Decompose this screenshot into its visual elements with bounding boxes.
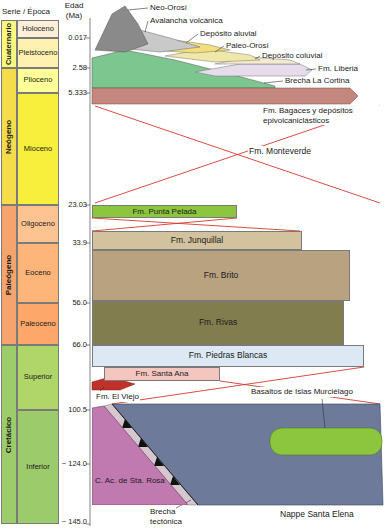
unit-label: Fm. Monteverde (248, 146, 312, 156)
formation-unit: Fm. Piedras Blancas (92, 345, 364, 367)
epoch-band: Superior (17, 345, 59, 410)
age-label: 0.017 (57, 33, 87, 42)
epoch-name: Paleoceno (20, 320, 55, 329)
era-band: Neógeno (1, 68, 17, 205)
formation-name: Fm. Punta Pelada (129, 207, 199, 216)
epoch-name: Inferior (26, 463, 49, 472)
era-band: Cretácico (1, 345, 17, 524)
formation-name: Fm. Junquillal (168, 236, 226, 246)
epoch-band: Eoceno (17, 243, 59, 303)
unit-label: Basaltos de Islas Murciélago (250, 387, 354, 397)
epoch-name: Oligoceno (21, 220, 55, 229)
era-band: Paleógeno (1, 205, 17, 345)
age-label: 2.58 (57, 63, 87, 72)
formation-unit: Fm. Rivas (92, 301, 344, 345)
age-label: 56.0 (57, 298, 87, 307)
epoch-name: Plioceno (24, 76, 53, 85)
era-name: Cuaternario (5, 23, 14, 65)
column-header: Serie / Época (2, 7, 58, 17)
age-label: ~ 124.0 (57, 459, 87, 468)
formation-unit: Fm. Santa Ana (104, 367, 220, 381)
unit-label: Nappe Santa Elena (280, 509, 384, 519)
epoch-name: Pleistoceno (19, 49, 58, 58)
formation-name: Fm. Rivas (196, 318, 240, 328)
epoch-band: Holoceno (17, 20, 59, 38)
wedge-outline (92, 404, 198, 505)
formation-name: Fm. Piedras Blancas (186, 351, 270, 361)
unit-label: Neo-Orosí (150, 3, 220, 13)
epoch-band: Paleoceno (17, 303, 59, 345)
epoch-name: Superior (24, 373, 52, 382)
era-name: Paleógeno (4, 255, 13, 295)
unit-label: Paleo-Orosí (226, 41, 296, 51)
epoch-name: Holoceno (22, 25, 54, 34)
epoch-band: Mioceno (17, 93, 59, 205)
era-band: Cuaternario (1, 20, 17, 68)
age-label: 33.9 (57, 238, 87, 247)
formation-unit: Fm. Brito (92, 250, 350, 301)
unit-label: Fm. Bagaces y depósitos epivolcaniclásti… (262, 106, 386, 125)
epoch-name: Eoceno (25, 269, 50, 278)
unit-label: Depósito aluvial (200, 29, 290, 39)
age-label: 23.03 (57, 200, 87, 209)
unit-label: Avalancha volcánica (150, 16, 250, 26)
formation-name: Fm. Santa Ana (133, 369, 192, 378)
age-label: ~ 145.0 (57, 517, 87, 526)
epoch-band: Oligoceno (17, 205, 59, 243)
complex-wedge: C. Ac. de Sta. Rosa (92, 404, 198, 505)
unit-label: Fm. El Viejo (95, 392, 140, 402)
age-label: 5.333 (57, 88, 87, 97)
epoch-band: Pleistoceno (17, 38, 59, 68)
epoch-band: Inferior (17, 410, 59, 524)
epoch-band: Plioceno (17, 68, 59, 93)
unit-label: Depósito coluvial (262, 51, 352, 61)
era-name: Neógeno (4, 119, 13, 153)
unit-label: Brecha La Cortina (285, 76, 383, 86)
formation-unit: Fm. Punta Pelada (92, 205, 237, 218)
unit-label: Fm. Liberia (318, 64, 380, 74)
column-header: Edad (Ma) (60, 1, 88, 20)
age-label: 100.5 (57, 405, 87, 414)
formation-unit: Fm. Junquillal (92, 231, 302, 250)
era-name: Cretácico (4, 416, 13, 452)
epoch-name: Mioceno (24, 145, 52, 154)
complex-name: C. Ac. de Sta. Rosa (95, 476, 169, 485)
age-label: 66.0 (57, 340, 87, 349)
formation-name: Fm. Brito (201, 271, 241, 281)
unit-label: Brecha tectónica (150, 507, 198, 526)
